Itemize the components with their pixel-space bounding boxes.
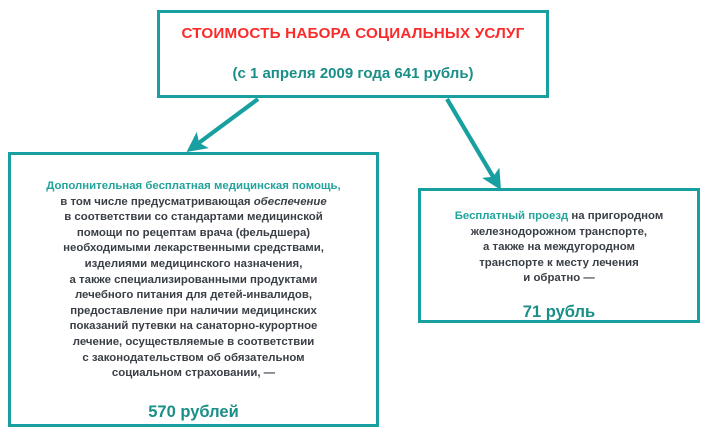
branch-medical-help-amount: 570 рублей bbox=[148, 402, 239, 421]
branch-free-travel-description: Бесплатный проезд на пригородном железно… bbox=[421, 209, 697, 287]
branch-free-travel-amount: 71 рубль bbox=[522, 302, 596, 321]
branch-free-travel-line-3: транспорте к месту лечения bbox=[479, 256, 639, 269]
branch-free-travel-lead: Бесплатный проезд bbox=[454, 210, 569, 222]
branch-medical-help-line-11: социальном страховании, — bbox=[111, 367, 276, 380]
branch-free-travel-line-4: и обратно — bbox=[523, 272, 595, 285]
branch-medical-help-line-0: в том числе предусматривающая bbox=[60, 195, 254, 208]
branch-medical-help-italic-term: обеспечение bbox=[253, 195, 327, 208]
branch-medical-help-line-5: а также специализированными продуктами bbox=[69, 273, 318, 286]
arrow-to-free-travel bbox=[445, 97, 501, 191]
arrow-to-medical-help bbox=[186, 97, 260, 153]
branch-medical-help-line-2: помощи по рецептам врача (фельдшера) bbox=[76, 226, 311, 239]
root-node-cost-of-social-services: СТОИМОСТЬ НАБОРА СОЦИАЛЬНЫХ УСЛУГ (с 1 а… bbox=[157, 10, 549, 98]
branch-medical-help-line-7: предоставление при наличии медицинских bbox=[70, 304, 317, 317]
root-node-title: СТОИМОСТЬ НАБОРА СОЦИАЛЬНЫХ УСЛУГ bbox=[181, 25, 525, 43]
branch-free-travel-line-2: а также на междугородном bbox=[483, 241, 635, 254]
branch-medical-help-line-9: лечение, осуществляемые в соответствии bbox=[72, 335, 315, 348]
branch-medical-help-line-6: лечебного питания для детей-инвалидов, bbox=[74, 289, 313, 302]
branch-medical-help-line-3: необходимыми лекарственными средствами, bbox=[63, 242, 324, 255]
branch-medical-help-line-4: изделиями медицинского назначения, bbox=[84, 257, 303, 270]
branch-medical-help-lead: Дополнительная бесплатная медицинская по… bbox=[46, 180, 341, 192]
branch-node-free-travel: Бесплатный проезд на пригородном железно… bbox=[418, 188, 700, 323]
branch-medical-help-line-1: в соответствии со стандартами медицинско… bbox=[64, 211, 323, 224]
branch-free-travel-line-0: на пригородном bbox=[568, 210, 664, 222]
branch-medical-help-line-10: с законодательством об обязательном bbox=[82, 351, 305, 364]
root-node-subtitle: (с 1 апреля 2009 года 641 рубль) bbox=[232, 64, 474, 82]
branch-node-medical-help: Дополнительная бесплатная медицинская по… bbox=[8, 152, 379, 427]
branch-medical-help-description: Дополнительная бесплатная медицинская по… bbox=[11, 179, 376, 382]
branch-free-travel-line-1: железнодорожном транспорте, bbox=[470, 225, 648, 238]
branch-medical-help-line-8: показаний путевки на санаторно-курортное bbox=[69, 320, 318, 333]
